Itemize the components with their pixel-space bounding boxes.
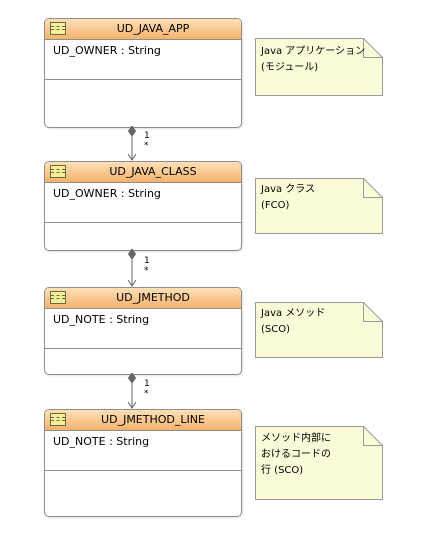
class-name: UD_JAVA_APP bbox=[116, 22, 190, 35]
class-ud-jmethod-line[interactable]: UD_JMETHOD_LINE UD_NOTE : String bbox=[44, 409, 242, 517]
note-shape bbox=[255, 178, 383, 234]
class-icon bbox=[50, 291, 66, 304]
note-text: Java メソッド (SCO) bbox=[261, 306, 377, 338]
note-line: (FCO) bbox=[261, 200, 290, 211]
class-ud-java-app[interactable]: UD_JAVA_APP UD_OWNER : String bbox=[44, 18, 242, 128]
note-shape bbox=[255, 426, 383, 500]
note-line: おけるコードの bbox=[261, 449, 331, 460]
multiplicity-many: * bbox=[144, 266, 149, 276]
class-attribute: UD_OWNER : String bbox=[45, 183, 241, 223]
class-icon bbox=[50, 22, 66, 35]
note-shape bbox=[255, 38, 383, 96]
multiplicity-one: 1 bbox=[144, 379, 150, 389]
association-class-method[interactable]: 1 * bbox=[120, 248, 160, 287]
note-line: Java メソッド bbox=[261, 308, 326, 319]
class-ud-jmethod[interactable]: UD_JMETHOD UD_NOTE : String bbox=[44, 287, 242, 375]
class-name: UD_JAVA_CLASS bbox=[109, 165, 197, 178]
class-ud-java-class[interactable]: UD_JAVA_CLASS UD_OWNER : String bbox=[44, 161, 242, 251]
composition-connector bbox=[127, 372, 137, 409]
note-java-method[interactable]: Java メソッド (SCO) bbox=[255, 302, 383, 358]
class-attribute: UD_OWNER : String bbox=[45, 40, 241, 80]
class-icon bbox=[50, 165, 66, 178]
class-header: UD_JAVA_CLASS bbox=[45, 162, 241, 183]
composition-connector bbox=[127, 125, 137, 161]
multiplicity-many: * bbox=[144, 389, 149, 399]
note-line: メソッド内部に bbox=[261, 433, 331, 444]
class-header: UD_JAVA_APP bbox=[45, 19, 241, 40]
note-shape bbox=[255, 302, 383, 358]
note-java-class[interactable]: Java クラス (FCO) bbox=[255, 178, 383, 234]
association-method-line[interactable]: 1 * bbox=[120, 372, 160, 409]
class-attribute: UD_NOTE : String bbox=[45, 431, 241, 471]
multiplicity-many: * bbox=[144, 141, 149, 151]
note-line: (モジュール) bbox=[261, 62, 319, 73]
class-header: UD_JMETHOD_LINE bbox=[45, 410, 241, 431]
class-name: UD_JMETHOD bbox=[116, 291, 190, 304]
class-header: UD_JMETHOD bbox=[45, 288, 241, 309]
note-line: (SCO) bbox=[261, 324, 291, 335]
note-method-code-line[interactable]: メソッド内部に おけるコードの 行 (SCO) bbox=[255, 426, 383, 500]
association-app-class[interactable]: 1 * bbox=[120, 125, 160, 161]
note-line: Java アプリケーション bbox=[261, 46, 366, 57]
note-text: メソッド内部に おけるコードの 行 (SCO) bbox=[261, 431, 377, 479]
class-icon bbox=[50, 413, 66, 426]
note-text: Java アプリケーション (モジュール) bbox=[261, 44, 377, 76]
multiplicity-one: 1 bbox=[144, 131, 150, 141]
class-attribute: UD_NOTE : String bbox=[45, 309, 241, 349]
composition-connector bbox=[127, 248, 137, 287]
note-text: Java クラス (FCO) bbox=[261, 182, 377, 214]
note-line: 行 (SCO) bbox=[261, 465, 304, 476]
note-java-application[interactable]: Java アプリケーション (モジュール) bbox=[255, 38, 383, 96]
class-name: UD_JMETHOD_LINE bbox=[101, 413, 205, 426]
multiplicity-one: 1 bbox=[144, 256, 150, 266]
note-line: Java クラス bbox=[261, 184, 316, 195]
